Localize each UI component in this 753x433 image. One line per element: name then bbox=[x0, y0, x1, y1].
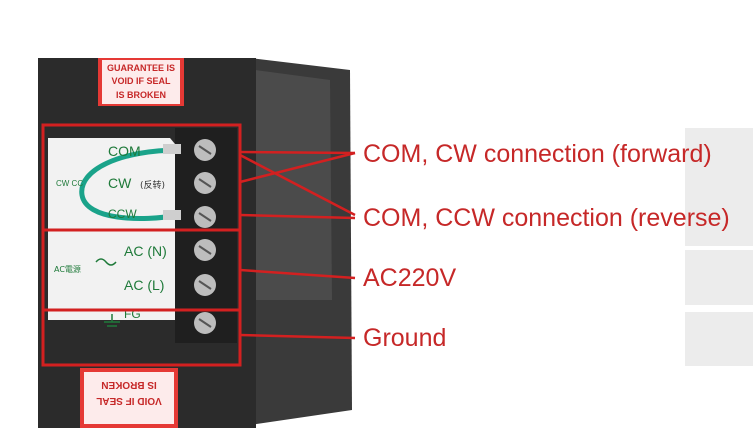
ground-symbol bbox=[104, 314, 120, 327]
highlight-outer bbox=[41, 123, 242, 367]
label-acn: AC (N) bbox=[124, 243, 167, 259]
seal-top-line-2: VOID IF SEAL bbox=[111, 76, 171, 86]
callout-band-connections bbox=[685, 128, 753, 246]
seal-bottom: IS BROKEN VOID IF SEAL bbox=[80, 368, 178, 428]
callout-reverse: COM, CCW connection (reverse) bbox=[363, 204, 730, 232]
callout-power: AC220V bbox=[363, 264, 457, 292]
seal-bottom-line-1: IS BROKEN bbox=[101, 379, 157, 390]
highlight-boxes bbox=[41, 123, 242, 367]
leader-lines bbox=[239, 150, 356, 340]
callout-band-ground bbox=[685, 312, 753, 366]
ac-tilde-symbol bbox=[95, 258, 117, 266]
seal-top: GUARANTEE IS VOID IF SEAL IS BROKEN bbox=[98, 58, 184, 106]
callout-ground: Ground bbox=[363, 324, 447, 352]
jumper-wire bbox=[79, 147, 181, 221]
label-com: COM bbox=[108, 143, 141, 159]
label-ccw: CCW bbox=[108, 207, 137, 221]
label-acl: AC (L) bbox=[124, 277, 164, 293]
label-cw-cn: (反转) bbox=[140, 179, 165, 191]
box-side-highlight bbox=[255, 70, 332, 300]
callout-forward: COM, CW connection (forward) bbox=[363, 140, 712, 168]
seal-top-line-1: GUARANTEE IS bbox=[107, 63, 175, 73]
terminal-block bbox=[175, 128, 237, 343]
seal-bottom-line-2: VOID IF SEAL bbox=[96, 395, 162, 406]
label-side-ac: AC電源 bbox=[54, 265, 81, 274]
callout-band-power bbox=[685, 250, 753, 305]
label-side-cw: CW CC bbox=[56, 179, 83, 188]
terminal-screws bbox=[194, 139, 216, 334]
label-cw: CW bbox=[108, 175, 132, 191]
seal-top-line-3: IS BROKEN bbox=[116, 90, 166, 100]
